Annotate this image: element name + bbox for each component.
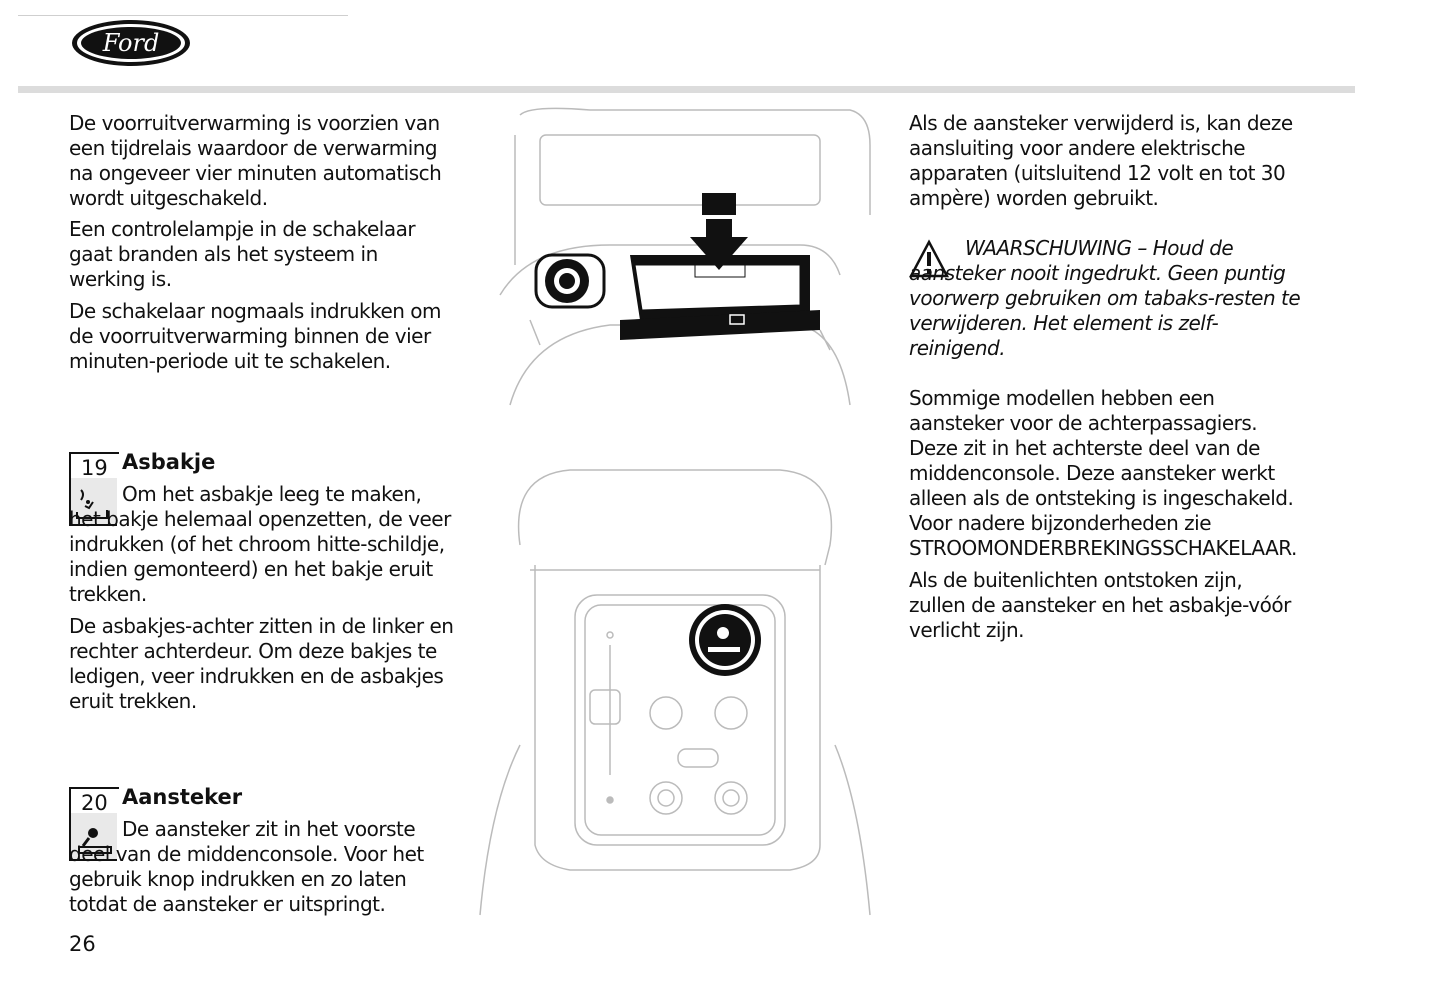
warning-text: WAARSCHUWING – Houd de aansteker nooit i… <box>909 236 1301 360</box>
ashtray-illustration <box>499 107 871 406</box>
cigar-lighter-socket <box>534 253 606 309</box>
cigarette-lighter-icon <box>69 813 117 861</box>
intro-paragraph-2: Een controlelampje in de schakelaar gaat… <box>69 217 416 291</box>
ashtray-drawer <box>620 255 820 340</box>
section-19-paragraph-2: De asbakjes-achter zitten in de linker e… <box>69 614 454 713</box>
rear-lighter-paragraph: Sommige modellen hebben een aansteker vo… <box>909 386 1297 560</box>
section-number-20: 20 <box>69 787 119 815</box>
intro-paragraph-1: De voorruitverwarming is voorzien van ee… <box>69 111 442 210</box>
lighter-usage-paragraph: Als de aansteker verwijderd is, kan deze… <box>909 111 1293 210</box>
illumination-paragraph: Als de buitenlichten ontstoken zijn, zul… <box>909 568 1291 642</box>
section-19-paragraph-1-flow: Om het asbakje leeg te maken, het bakje … <box>69 482 451 606</box>
down-arrow-icon <box>690 193 748 270</box>
lighter-knob <box>689 604 761 676</box>
ford-logo: Ford <box>72 20 190 66</box>
section-number-19: 19 <box>69 452 119 480</box>
warning-triangle-icon <box>908 239 950 279</box>
intro-paragraph-3: De schakelaar nogmaals indrukken om de v… <box>69 299 442 373</box>
page-number: 26 <box>69 932 96 956</box>
header-thin-line <box>18 15 348 16</box>
console-illustration <box>479 469 871 916</box>
section-title-asbakje: Asbakje <box>122 450 216 474</box>
svg-text:Ford: Ford <box>102 29 160 57</box>
ashtray-icon <box>69 478 117 526</box>
section-20-paragraph-1: De aansteker zit in het voorste deel van… <box>69 817 424 916</box>
header-rule <box>18 86 1355 93</box>
section-title-aansteker: Aansteker <box>122 785 243 809</box>
